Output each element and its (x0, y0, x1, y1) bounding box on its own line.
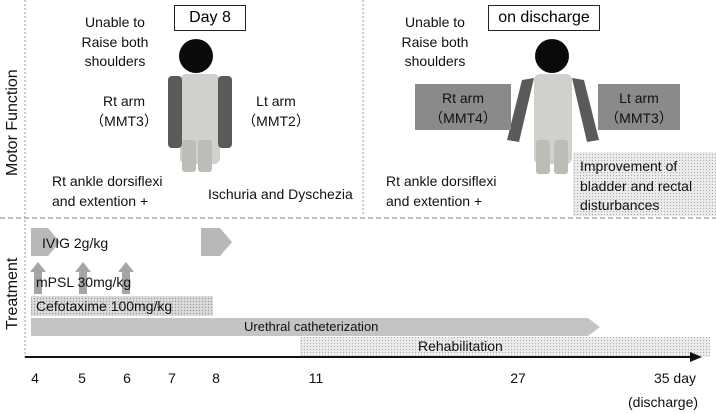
timeline-arrowhead (690, 352, 702, 362)
discharge-ankle-text: Rt ankle dorsiflexi and extention + (386, 173, 497, 210)
improvement-box (573, 152, 716, 216)
rt-arm-box-discharge (415, 84, 511, 130)
mpsl-arrow-day6 (118, 262, 134, 294)
mpsl-arrow-day4 (30, 262, 46, 294)
discharge-unable-line1: Unable to (405, 14, 465, 30)
day8-ankle-line2: and extention + (52, 192, 149, 209)
cefotaxime-bar (31, 296, 213, 316)
discharge-rt-mmt: （MMT4） (429, 109, 497, 126)
treatment-label: Treatment (4, 257, 21, 330)
day8-unable-line3: shoulders (84, 53, 146, 69)
urethral-bar (31, 318, 600, 336)
discharge-unable-line2: Raise both (401, 33, 469, 50)
day8-unable-line2: Raise both (81, 33, 149, 50)
tick-day4: 4 (31, 370, 39, 386)
improvement-text: Improvement of bladder and rectal distur… (580, 158, 692, 215)
rehab-label: Rehabilitation (418, 338, 503, 354)
improvement-line1: Improvement of (580, 158, 678, 174)
tick-day5: 5 (78, 370, 86, 386)
urethral-label: Urethral catheterization (244, 319, 379, 334)
tick-day35: 35 day (653, 370, 697, 386)
day8-header: Day 8 (174, 5, 246, 31)
discharge-rt-arm-text: Rt arm （MMT4） (415, 90, 511, 127)
discharge-lt-arm: Lt arm (619, 90, 659, 106)
discharge-lt-mmt: （MMT3） (605, 109, 673, 126)
ivig-arrow-day8 (201, 228, 232, 256)
discharge-unable-text: Unable to Raise both shoulders (380, 14, 490, 71)
discharge-ankle-line2: and extention + (386, 192, 483, 209)
cefotaxime-label: Cefotaxime 100mg/kg (36, 298, 173, 314)
tick-day8: 8 (212, 370, 220, 386)
day8-rt-arm: Rt arm (103, 93, 145, 109)
ivig-label: IVIG 2g/kg (42, 235, 109, 251)
day8-ischuria-text: Ischuria and Dyschezia (208, 186, 353, 202)
discharge-header: on discharge (488, 5, 600, 31)
day8-unable-line1: Unable to (85, 14, 145, 30)
day8-lt-arm: Lt arm (256, 93, 296, 109)
rehab-bar (300, 337, 710, 357)
tick-day11: 11 (308, 370, 324, 386)
day8-ankle-line1: Rt ankle dorsiflexi (52, 173, 163, 189)
mpsl-label: mPSL 30mg/kg (36, 274, 132, 290)
mpsl-arrow-day5 (75, 262, 91, 294)
discharge-ankle-line1: Rt ankle dorsiflexi (386, 173, 497, 189)
tick-day27: 27 (510, 370, 526, 386)
day8-ankle-text: Rt ankle dorsiflexi and extention + (52, 173, 163, 210)
discharge-rt-arm: Rt arm (442, 90, 484, 106)
day8-rt-mmt: （MMT3） (90, 112, 158, 129)
improvement-line2: bladder and rectal (580, 177, 693, 194)
discharge-note: (discharge) (628, 394, 699, 410)
tick-day7: 7 (168, 370, 176, 386)
day8-lt-mmt: （MMT2） (242, 112, 310, 129)
ivig-arrow-day4 (31, 228, 60, 256)
figure-day8 (168, 39, 232, 172)
day8-unable-text: Unable to Raise both shoulders (60, 14, 170, 71)
day8-rt-arm-text: Rt arm （MMT3） (84, 93, 164, 130)
improvement-line3: disturbances (580, 197, 660, 213)
day8-lt-arm-text: Lt arm （MMT2） (236, 93, 316, 130)
discharge-unable-line3: shoulders (404, 53, 466, 69)
motor-function-label: Motor Function (4, 69, 21, 176)
lt-arm-box-discharge (598, 84, 680, 130)
discharge-lt-arm-text: Lt arm （MMT3） (598, 90, 680, 127)
tick-day6: 6 (123, 370, 131, 386)
figure-discharge (507, 39, 599, 174)
